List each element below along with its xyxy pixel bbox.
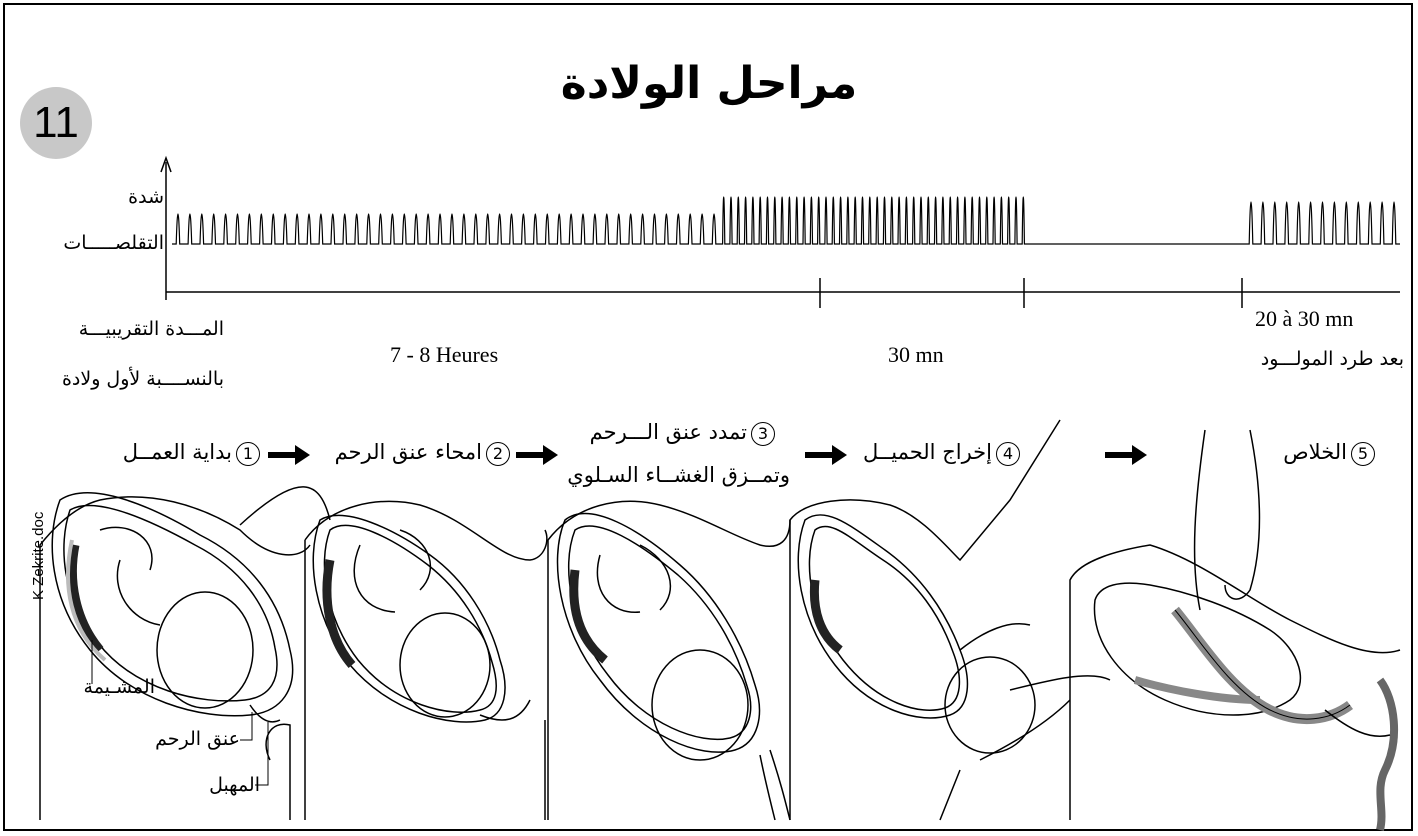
stage-5-number: 5 <box>1351 442 1375 466</box>
annotation-cervix: عنق الرحم <box>100 728 240 750</box>
contraction-trace <box>172 197 1400 244</box>
stage-4-text: إخراج الحميــل <box>863 440 992 464</box>
arrow-icon <box>516 445 558 465</box>
duration-caption-line2: بالنســــبة لأول ولادة <box>8 368 224 390</box>
y-axis-label-line2: التقلصـــــات <box>40 232 164 254</box>
watermark: K Zekrite.doc <box>30 512 47 600</box>
duration-stage-5-note: بعد طرد المولـــود <box>1220 348 1404 370</box>
stage-1-number: 1 <box>236 442 260 466</box>
stage-5-text: الخلاص <box>1283 440 1347 464</box>
y-axis-label-line1: شدة <box>100 186 164 208</box>
stage-2-number: 2 <box>486 442 510 466</box>
stage-1-illustration <box>40 487 330 820</box>
stage-2-illustration <box>305 501 547 820</box>
duration-caption-line1: المـــدة التقريبيـــة <box>14 318 224 340</box>
stage-3-illustration <box>548 501 790 820</box>
stage-5-label: 5الخلاص <box>1250 440 1375 466</box>
stage-1-label: 1بداية العمــل <box>70 440 260 466</box>
annotation-vagina: المهبل <box>170 774 260 796</box>
stage-3-text-line2: وتمــزق الغشــاء السـلوي <box>545 463 790 487</box>
stage-5-illustration <box>1070 430 1400 830</box>
stage-1-text: بداية العمــل <box>123 440 232 464</box>
stage-4-label: 4إخراج الحميــل <box>840 440 1020 466</box>
annotation-placenta: المشـيمة <box>55 676 155 698</box>
duration-stage-1-2: 7 - 8 Heures <box>390 342 498 368</box>
stage-2-text: امحاء عنق الرحم <box>335 440 482 464</box>
stage-4-illustration <box>790 420 1110 820</box>
duration-stage-5: 20 à 30 mn <box>1255 306 1353 332</box>
stage-4-number: 4 <box>996 442 1020 466</box>
stage-2-label: 2امحاء عنق الرحم <box>315 440 510 466</box>
duration-stage-3: 30 mn <box>888 342 944 368</box>
stage-3-label: 3تمدد عنق الـــرحم <box>560 420 775 446</box>
arrow-icon <box>268 445 310 465</box>
stage-3-number: 3 <box>751 422 775 446</box>
arrow-icon <box>1105 445 1147 465</box>
stage-3-text-line1: تمدد عنق الـــرحم <box>590 420 747 444</box>
